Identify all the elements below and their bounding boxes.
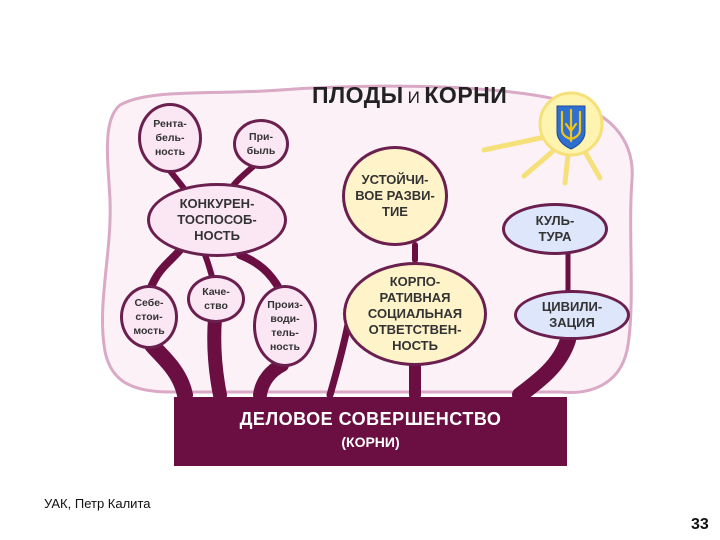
node-konkurentosposobnost: КОНКУРЕН- ТОСПОСОБ- НОСТЬ <box>147 183 287 257</box>
node-civilizaciya: ЦИВИЛИ- ЗАЦИЯ <box>514 290 630 340</box>
page-number: 33 <box>691 516 709 533</box>
node-kultura: КУЛЬ- ТУРА <box>502 203 608 255</box>
roots-base-subtitle: (КОРНИ) <box>341 434 400 450</box>
node-proizvoditelnost: Произ- води- тель- ность <box>253 285 317 367</box>
node-pribyl: При- быль <box>233 119 289 169</box>
ukraine-trident-icon <box>556 105 586 150</box>
node-kachestvo: Каче- ство <box>187 275 245 323</box>
node-ustoichivoe-razvitie: УСТОЙЧИ- ВОЕ РАЗВИ- ТИЕ <box>342 146 448 246</box>
roots-base-block: ДЕЛОВОЕ СОВЕРШЕНСТВО (КОРНИ) <box>174 397 567 466</box>
node-sebestoimost: Себе- стои- мость <box>120 285 178 349</box>
node-korporativnaya-otvetstvennost: КОРПО- РАТИВНАЯ СОЦИАЛЬНАЯ ОТВЕТСТВЕН- Н… <box>343 262 487 366</box>
title-part2: КОРНИ <box>424 82 508 108</box>
sun-rays <box>481 134 603 186</box>
title-part1: ПЛОДЫ <box>312 82 404 108</box>
node-rentabelnost: Рента- бель- ность <box>138 103 202 173</box>
roots-base-title: ДЕЛОВОЕ СОВЕРШЕНСТВО <box>239 409 502 429</box>
footer-author: УАК, Петр Калита <box>44 496 151 511</box>
title-conjunction: И <box>407 88 421 107</box>
